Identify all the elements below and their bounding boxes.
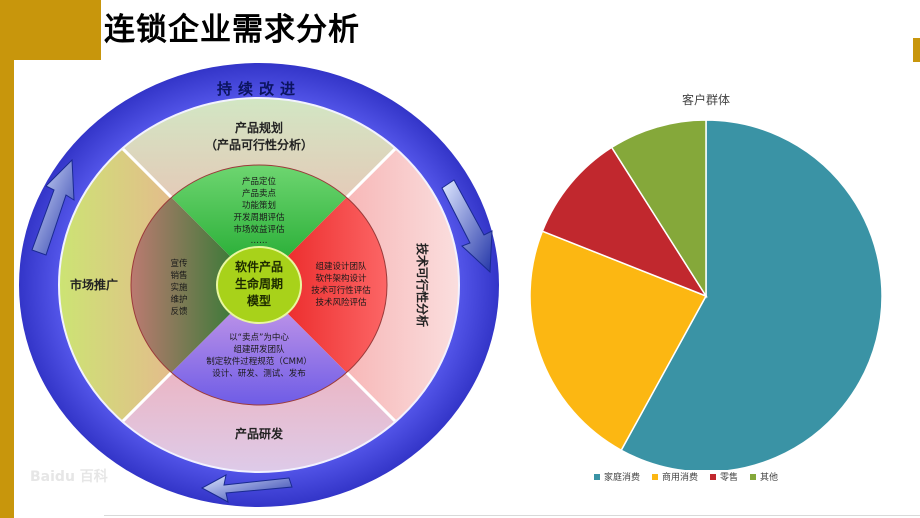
inner-bottom-line-4: 设计、研发、测试、发布 bbox=[212, 368, 306, 379]
legend-label-other: 其他 bbox=[760, 473, 779, 483]
top-accent-block bbox=[0, 0, 101, 60]
center-circle bbox=[216, 246, 302, 324]
inner-right-line-3: 技术可行性评估 bbox=[311, 285, 371, 296]
inner-right-line-4: 技术风险评估 bbox=[315, 297, 367, 308]
inner-top-line-2: 产品卖点 bbox=[242, 188, 277, 199]
pie-slice-commercial bbox=[529, 230, 708, 452]
inner-left-line-5: 反馈 bbox=[170, 306, 188, 317]
legend-label-commercial: 商用消费 bbox=[662, 473, 699, 483]
chart-legend: 家庭消费 商用消费 零售 其他 bbox=[594, 470, 778, 483]
legend-swatch-household bbox=[594, 473, 600, 480]
legend-swatch-retail bbox=[710, 473, 717, 480]
quadrant-right-title: 技术可行性分析 bbox=[415, 243, 430, 327]
inner-left-line-4: 维护 bbox=[170, 294, 187, 305]
quadrant-left-title: 市场推广 bbox=[70, 277, 118, 292]
quadrant-top-title: 产品规划 bbox=[235, 120, 283, 135]
inner-left-line-2: 销售 bbox=[170, 270, 187, 281]
left-accent-bar bbox=[0, 0, 14, 518]
outer-ring-label: 持续改进 bbox=[217, 80, 301, 98]
legend-label-household: 家庭消费 bbox=[604, 473, 641, 483]
legend-label-retail: 零售 bbox=[720, 473, 739, 483]
inner-top-line-3: 功能策划 bbox=[242, 200, 276, 211]
inner-top-line-6: …… bbox=[251, 236, 268, 246]
center-line-1: 软件产品 bbox=[235, 259, 283, 274]
inner-bottom-line-2: 组建研发团队 bbox=[233, 344, 285, 355]
arrow-up-left-icon bbox=[31, 158, 75, 256]
center-line-2: 生命周期 bbox=[235, 276, 283, 291]
legend-item-retail: 零售 bbox=[710, 470, 738, 483]
quadrant-top-subtitle: （产品可行性分析） bbox=[205, 137, 313, 152]
inner-top-line-1: 产品定位 bbox=[242, 176, 277, 187]
pie-slice-other bbox=[610, 119, 707, 299]
legend-item-commercial: 商用消费 bbox=[652, 470, 698, 483]
pie-slice-retail bbox=[541, 146, 708, 298]
arrow-down-right-icon bbox=[441, 179, 493, 274]
lifecycle-diagram: 持续改进 软件产品 生命周期 模型 产品规划 （产品可行性分析） 产品研发 市场… bbox=[19, 63, 499, 507]
slide-title: 连锁企业需求分析 bbox=[104, 12, 360, 48]
inner-top-line-4: 开发周期评估 bbox=[233, 212, 285, 223]
legend-swatch-other bbox=[750, 473, 757, 480]
quadrant-bottom-title: 产品研发 bbox=[235, 426, 284, 441]
pie-slice-household bbox=[620, 119, 883, 470]
inner-right-line-1: 组建设计团队 bbox=[315, 261, 367, 272]
arrow-left-bottom-icon bbox=[200, 474, 293, 503]
legend-item-household: 家庭消费 bbox=[594, 470, 640, 483]
customer-group-pie-chart: 客户群体 bbox=[529, 92, 883, 470]
inner-left-line-3: 实施 bbox=[170, 282, 188, 293]
chart-title: 客户群体 bbox=[682, 92, 730, 107]
legend-swatch-commercial bbox=[652, 473, 659, 480]
center-line-3: 模型 bbox=[247, 293, 271, 308]
inner-ring bbox=[130, 164, 388, 406]
legend-item-other: 其他 bbox=[750, 470, 778, 483]
inner-bottom-line-1: 以“卖点”为中心 bbox=[229, 332, 289, 343]
inner-top-line-5: 市场效益评估 bbox=[233, 224, 285, 235]
right-accent-mark bbox=[913, 38, 920, 62]
bottom-divider bbox=[104, 515, 920, 516]
inner-right-line-2: 软件架构设计 bbox=[315, 273, 367, 284]
inner-bottom-line-3: 制定软件过程规范（CMM） bbox=[206, 356, 312, 367]
baidu-watermark: Baidu 百科 bbox=[30, 469, 108, 485]
inner-left-line-1: 宣传 bbox=[170, 258, 188, 269]
